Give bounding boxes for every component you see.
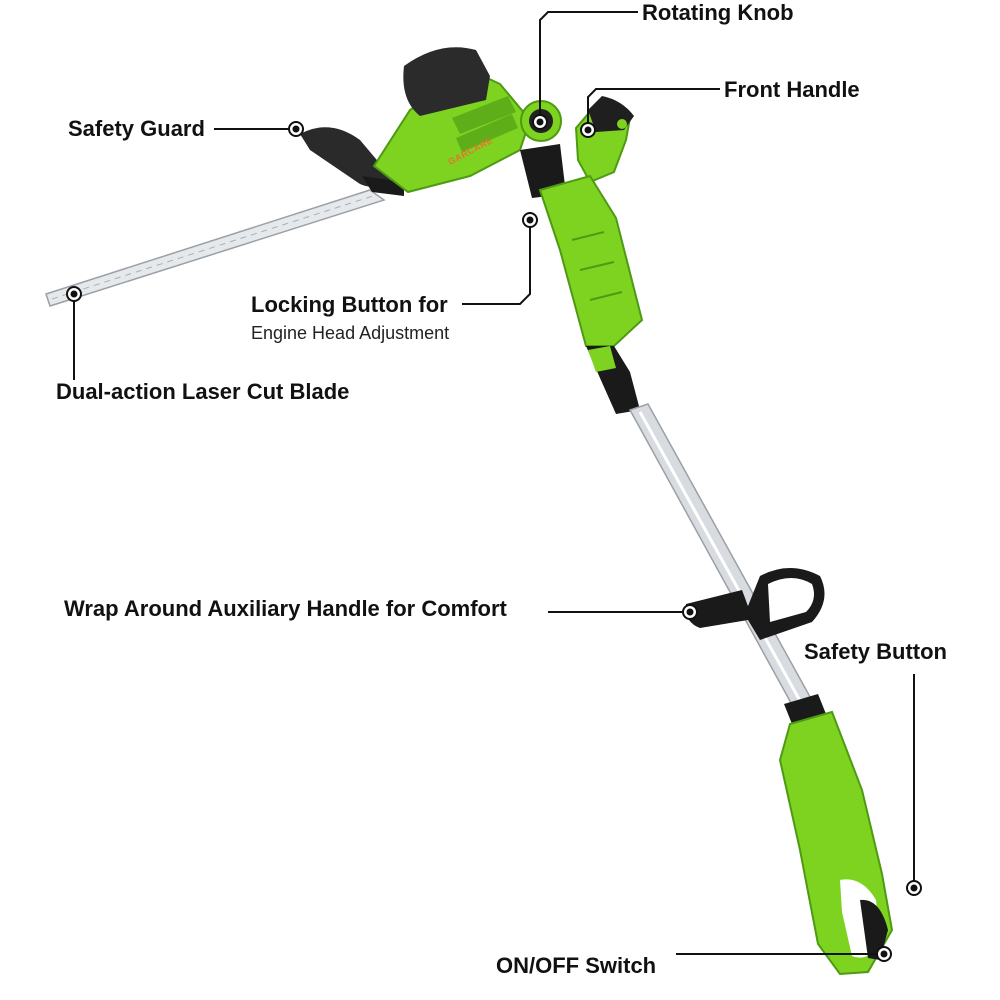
head-joint (520, 144, 566, 198)
on-off-switch-dot (876, 946, 892, 962)
telescopic-pole (628, 403, 816, 713)
blade-dot (66, 286, 82, 302)
auxiliary-handle (685, 568, 825, 640)
front-handle-dot (580, 122, 596, 138)
upper-shaft (538, 174, 644, 414)
locking-button-dot (522, 212, 538, 228)
safety-button-dot (906, 880, 922, 896)
front-handle (574, 96, 634, 184)
front-handle-callout (587, 88, 720, 130)
label-safety-button: Safety Button (804, 639, 947, 664)
callout-dots (66, 114, 922, 962)
lower-grip (778, 694, 894, 976)
locking-button-callout (462, 220, 531, 305)
motor-housing (372, 47, 532, 194)
callout-lines (73, 11, 915, 955)
label-front-handle: Front Handle (724, 77, 860, 102)
aux-handle-dot (682, 604, 698, 620)
label-locking-button-sub: Engine Head Adjustment (251, 323, 450, 343)
label-blade: Dual-action Laser Cut Blade (56, 379, 350, 404)
label-on-off-switch: ON/OFF Switch (496, 953, 657, 978)
rotating-knob-callout (539, 11, 638, 122)
rotating-knob-dot (532, 114, 548, 130)
label-locking-button: Locking Button for (251, 292, 448, 317)
safety-guard-dot (288, 121, 304, 137)
label-rotating-knob: Rotating Knob (642, 0, 794, 25)
label-aux-handle: Wrap Around Auxiliary Handle for Comfort (64, 596, 507, 621)
blade (45, 189, 386, 307)
label-safety-guard: Safety Guard (68, 116, 205, 141)
